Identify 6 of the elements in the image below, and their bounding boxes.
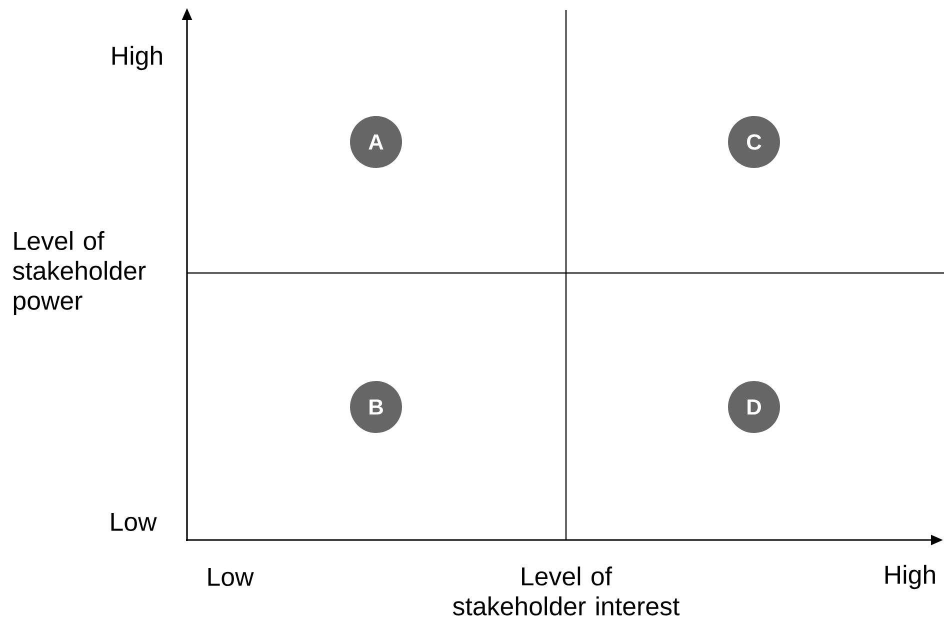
axis-label: High xyxy=(112,46,162,70)
axis-label: Level of stakeholder interest xyxy=(452,566,680,616)
axis-label: Low xyxy=(111,512,157,532)
axis-label: High xyxy=(886,564,935,590)
axis-label: Level of stakeholder power xyxy=(12,231,146,315)
axis-label: Low xyxy=(208,568,254,586)
